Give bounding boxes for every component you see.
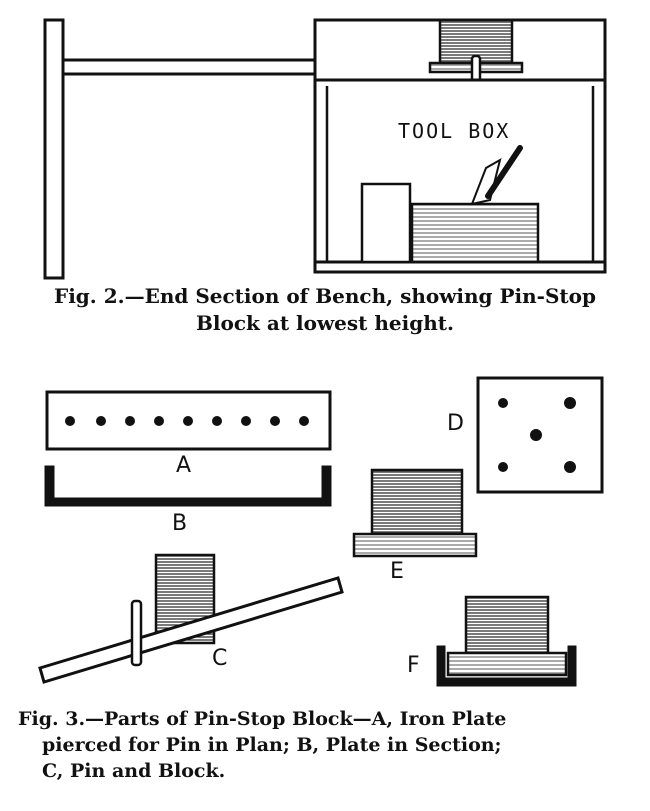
pin-hole (96, 416, 106, 426)
fig3-part-d-plan (476, 376, 604, 494)
pin-c (130, 599, 143, 667)
pin-hole (564, 461, 576, 473)
tool-chisel-handle (485, 145, 523, 199)
fig3-caption-line1: Fig. 3.—Parts of Pin-Stop Block—A, Iron … (18, 708, 507, 730)
fig3-part-e-block (352, 468, 478, 558)
fig2-bench-section: TOOL BOX (43, 18, 607, 280)
fig3-caption-line2: pierced for Pin in Plan; B, Plate in Sec… (42, 734, 502, 756)
pin-hole (65, 416, 75, 426)
pin-hole (498, 462, 508, 472)
label-d: D (447, 411, 464, 436)
fig2-caption-line1: Fig. 2.—End Section of Bench, showing Pi… (54, 284, 596, 308)
bench-rail (61, 58, 317, 76)
fig3-caption-line3: C, Pin and Block. (42, 760, 226, 782)
label-a: A (176, 453, 191, 478)
tool-chisel (470, 157, 502, 206)
pin-hole (530, 429, 542, 441)
tool-box-label: TOOL BOX (398, 119, 510, 143)
label-f: F (407, 653, 420, 678)
tool-block-tall (360, 182, 412, 264)
pin-hole (564, 397, 576, 409)
bench-leg (43, 18, 65, 280)
label-e: E (390, 559, 404, 584)
fig3-part-a-plate (45, 390, 332, 451)
tool-plane (410, 202, 540, 264)
fig2-caption: Fig. 2.—End Section of Bench, showing Pi… (0, 283, 650, 337)
fig2-caption-line2: Block at lowest height. (196, 311, 454, 335)
inclined-plate (38, 576, 344, 684)
fig3-part-f-assembly (436, 595, 577, 687)
pin-hole (241, 416, 251, 426)
fig3-part-c-pin-block (38, 553, 344, 684)
label-c: C (212, 646, 227, 671)
label-b: B (172, 511, 187, 536)
pin-hole (498, 398, 508, 408)
channel-f (436, 645, 577, 687)
pin-hole (183, 416, 193, 426)
fig3-caption: Fig. 3.—Parts of Pin-Stop Block—A, Iron … (18, 706, 506, 784)
pin-hole (125, 416, 135, 426)
pin-hole (299, 416, 309, 426)
fig3-part-b-section (44, 465, 332, 507)
pin-hole (270, 416, 280, 426)
pin-hole (154, 416, 164, 426)
pin-hole (212, 416, 222, 426)
